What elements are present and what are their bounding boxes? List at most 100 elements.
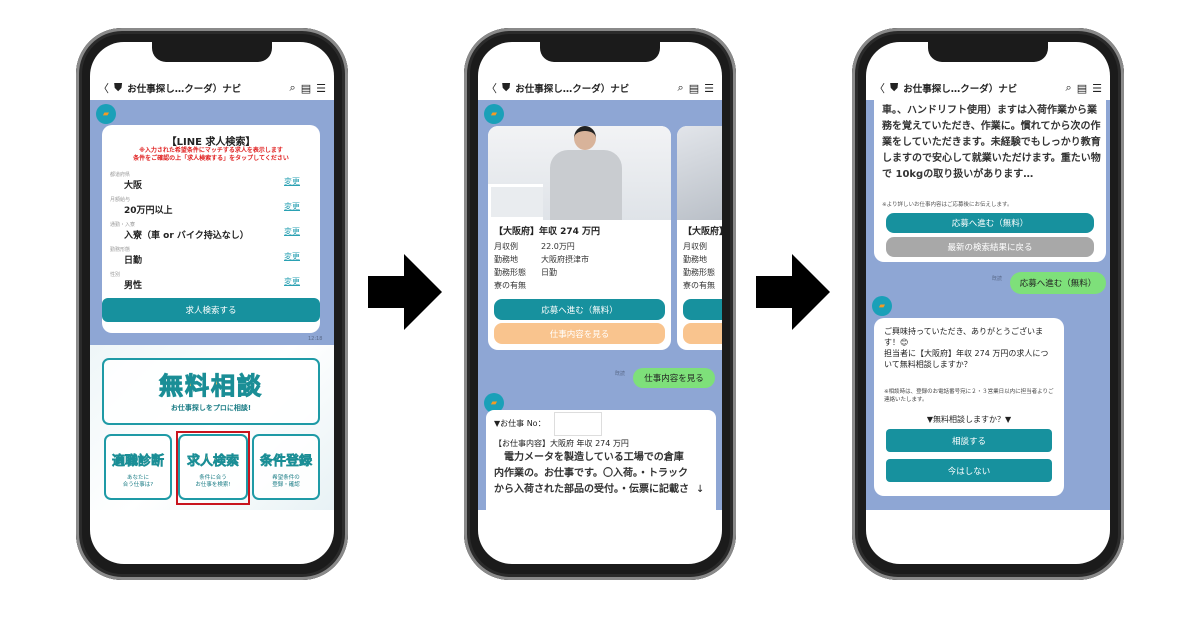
- field-label: 勤務形態: [110, 247, 131, 253]
- job-detail-heading: 【お仕事内容】大阪府 年収 274 万円: [494, 439, 629, 448]
- job-title: 【大阪府】: [683, 227, 722, 237]
- rich-menu-conditions[interactable]: 条件登録 希望条件の 登録・確認: [252, 434, 320, 500]
- tile-title: 適職診断: [111, 454, 165, 470]
- job-row-label: 寮の有無: [494, 281, 526, 290]
- search-icon[interactable]: ⌕: [677, 81, 684, 94]
- back-to-results-button[interactable]: 最新の検索結果に戻る: [886, 237, 1094, 257]
- field-label: 性別: [110, 272, 121, 278]
- change-link[interactable]: 変更: [284, 277, 300, 286]
- chevron-left-icon[interactable]: 〈: [98, 82, 109, 95]
- hamburger-icon[interactable]: ☰: [704, 81, 714, 95]
- arrow-right-icon: [368, 254, 442, 330]
- notice-line: ※入力された希望条件にマッチする求人を表示します: [139, 147, 283, 154]
- chat-title: お仕事探し…クーダ）ナビ: [903, 84, 1018, 95]
- job-no-label: ▼お仕事 No：: [494, 419, 546, 428]
- search-icon[interactable]: ⌕: [1065, 81, 1072, 94]
- notch: [152, 42, 272, 62]
- apply-button[interactable]: 応募へ進む（無料）: [494, 299, 665, 320]
- field-label: 都道府県: [110, 172, 131, 178]
- search-icon[interactable]: ⌕: [289, 81, 296, 94]
- shield-icon: ⛊: [114, 81, 123, 94]
- view-details-button[interactable]: 仕事内容を見る: [494, 323, 665, 344]
- change-link[interactable]: 変更: [284, 252, 300, 261]
- arrow-right-icon: [756, 254, 830, 330]
- notice-line: 条件をご確認の上「求人検索する」をタップしてください: [133, 155, 289, 162]
- card-title: 【LINE 求人検索】: [166, 137, 256, 148]
- consult-question: ▼無料相談しますか？▼: [926, 415, 1012, 424]
- consult-note: ※相談時は、登録のお電話番号宛に２・３営業日以内に担当者よりご連絡いたします。: [884, 389, 1054, 403]
- tile-title: 求人検索: [186, 454, 240, 470]
- bot-avatar: ▰: [484, 104, 504, 124]
- field-value: 20万円以上: [124, 206, 173, 216]
- consult-yes-button[interactable]: 相談する: [886, 429, 1052, 452]
- job-row-label: 月収例: [494, 242, 518, 251]
- job-card[interactable]: 【大阪府】年収 274 万円 月収例 22.0万円 勤務地 大阪府摂津市 勤務形…: [488, 126, 671, 350]
- job-no-box: [554, 412, 602, 436]
- field-value: 大阪: [124, 181, 143, 191]
- bot-avatar: ▰: [484, 393, 504, 413]
- consult-card: ご興味持っていただき、ありがとうございます！😊 担当者に【大阪府】年収 274 …: [874, 318, 1064, 496]
- job-row-label: 寮の有無: [683, 281, 715, 290]
- next-job-card[interactable]: 【大阪府】 月収例 勤務地 勤務形態 寮の有無: [677, 126, 722, 350]
- notes-icon[interactable]: ▤: [688, 81, 700, 95]
- shield-icon: ⛊: [890, 81, 899, 94]
- job-photo: [488, 126, 671, 220]
- bot-avatar: ▰: [96, 104, 116, 124]
- chat-header: 〈 ⛊ お仕事探し…クーダ）ナビ ⌕ ▤ ☰: [866, 76, 1110, 100]
- field-value: 男性: [124, 281, 143, 291]
- search-jobs-button[interactable]: 求人検索する: [102, 298, 320, 322]
- phone-3: 〈 ⛊ お仕事探し…クーダ）ナビ ⌕ ▤ ☰ 車。、ハンドリフト使用）ますは入荷…: [852, 28, 1124, 580]
- hamburger-icon[interactable]: ☰: [1092, 81, 1102, 95]
- job-detail-note: ※より詳しいお仕事内容はご応募後にお伝えします。: [882, 202, 1013, 208]
- job-detail-body: 車。、ハンドリフト使用）ますは入荷作業から業務を覚えていただき、作業に。慣れてか…: [882, 105, 1101, 180]
- phone-2: 〈 ⛊ お仕事探し…クーダ）ナビ ⌕ ▤ ☰ ▰ 【大阪府】年収 274 万円 …: [464, 28, 736, 580]
- job-row-value: 日勤: [541, 268, 557, 277]
- notes-icon[interactable]: ▤: [300, 81, 312, 95]
- job-title: 【大阪府】年収 274 万円: [494, 227, 601, 237]
- screen-consult: 〈 ⛊ お仕事探し…クーダ）ナビ ⌕ ▤ ☰ 車。、ハンドリフト使用）ますは入荷…: [866, 42, 1110, 564]
- job-row-label: 勤務地: [494, 255, 518, 264]
- chat-title: お仕事探し…クーダ）ナビ: [515, 84, 630, 95]
- field-label: 通勤・入寮: [110, 222, 136, 228]
- rich-menu-job-search[interactable]: 求人検索 条件に合う お仕事を検索!: [178, 434, 248, 500]
- tile-subtitle: あなたに 合う仕事は?: [122, 475, 154, 489]
- search-card: 【LINE 求人検索】 ※入力された希望条件にマッチする求人を表示します 条件を…: [102, 125, 320, 333]
- notes-icon[interactable]: ▤: [1076, 81, 1088, 95]
- rich-menu-main-title: 無料相談: [159, 372, 263, 401]
- bot-avatar: ▰: [872, 296, 892, 316]
- field-value: 日勤: [124, 256, 143, 266]
- change-link[interactable]: 変更: [284, 202, 300, 211]
- job-row-label: 勤務形態: [494, 268, 526, 277]
- job-detail-body: 電力メータを製造している工場での倉庫内作業の。お仕事です。〇入荷。・トラックから…: [494, 452, 689, 495]
- timestamp: 12:18: [308, 336, 323, 342]
- job-row-value: 22.0万円: [541, 242, 575, 251]
- notch: [540, 42, 660, 62]
- apply-button[interactable]: [683, 299, 722, 320]
- chat-title: お仕事探し…クーダ）ナビ: [127, 84, 242, 95]
- consult-message: ご興味持っていただき、ありがとうございます！😊 担当者に【大阪府】年収 274 …: [884, 327, 1049, 369]
- tile-subtitle: 条件に合う お仕事を検索!: [195, 475, 231, 489]
- job-photo: [677, 126, 722, 220]
- consult-no-button[interactable]: 今はしない: [886, 459, 1052, 482]
- job-row-label: 勤務形態: [683, 268, 715, 277]
- change-link[interactable]: 変更: [284, 227, 300, 236]
- rich-menu-aptitude[interactable]: 適職診断 あなたに 合う仕事は?: [104, 434, 172, 500]
- chevron-left-icon[interactable]: 〈: [874, 82, 885, 95]
- job-detail-card: ▼お仕事 No： 【お仕事内容】大阪府 年収 274 万円 電力メータを製造して…: [486, 410, 716, 510]
- shield-icon: ⛊: [502, 81, 511, 94]
- chat-area: ▰ 【大阪府】年収 274 万円 月収例 22.0万円 勤務地 大阪府摂津市 勤…: [478, 100, 722, 510]
- user-message: 応募へ進む（無料）: [1010, 272, 1106, 294]
- view-details-button[interactable]: [683, 323, 722, 344]
- scroll-down-icon[interactable]: ↓: [696, 484, 705, 495]
- read-label: 既読: [615, 371, 626, 377]
- job-detail-card: 車。、ハンドリフト使用）ますは入荷作業から業務を覚えていただき、作業に。慣れてか…: [874, 100, 1106, 262]
- hamburger-icon[interactable]: ☰: [316, 81, 326, 95]
- user-message: 仕事内容を見る: [633, 368, 715, 388]
- apply-button[interactable]: 応募へ進む（無料）: [886, 213, 1094, 233]
- screen-job-result: 〈 ⛊ お仕事探し…クーダ）ナビ ⌕ ▤ ☰ ▰ 【大阪府】年収 274 万円 …: [478, 42, 722, 564]
- rich-menu-main-subtitle: お仕事探しをプロに相談!: [170, 404, 252, 412]
- tile-subtitle: 希望条件の 登録・確認: [272, 475, 300, 489]
- change-link[interactable]: 変更: [284, 177, 300, 186]
- rich-menu-free-consult[interactable]: 無料相談 お仕事探しをプロに相談!: [102, 358, 320, 425]
- chevron-left-icon[interactable]: 〈: [486, 82, 497, 95]
